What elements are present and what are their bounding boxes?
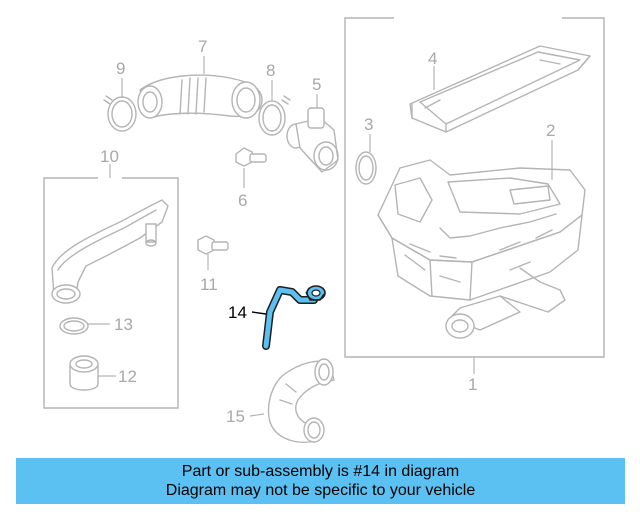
part-10-frame [43,177,179,409]
callout-13: 13 [114,315,133,334]
info-banner: Part or sub-assembly is #14 in diagram D… [16,458,625,504]
leader-lines [88,56,553,417]
callout-15: 15 [226,407,245,426]
part-4-filter-element [409,45,591,133]
callout-6: 6 [238,191,247,210]
callout-1: 1 [468,375,477,394]
callout-10: 10 [100,147,119,166]
callout-8: 8 [266,61,275,80]
callout-4: 4 [428,49,437,68]
part-5-air-flow-sensor [286,107,339,173]
part-13-clamp [59,317,89,335]
callout-5: 5 [312,75,321,94]
callout-12: 12 [118,367,137,386]
banner-line-part-number: Part or sub-assembly is #14 in diagram [181,463,460,480]
callout-2: 2 [546,121,555,140]
callout-7: 7 [198,37,207,56]
part-3-o-ring [355,151,377,185]
part-9-clamp [103,95,137,132]
part-14-vacuum-hose[interactable] [262,285,326,350]
callout-14: 14 [228,303,247,322]
part-11-bolt [197,235,229,255]
part-12-grommet [69,355,99,391]
callout-3: 3 [364,115,373,134]
callout-11: 11 [200,275,218,294]
part-8-clamp [258,95,291,136]
part-7-intake-duct [137,74,263,119]
part-15-hose [267,358,335,443]
callout-numbers: 7 9 8 5 3 4 2 6 10 11 13 12 15 1 14 [100,37,555,426]
part-10-resonator [51,199,169,304]
part-2-air-cleaner-housing [377,159,586,339]
callout-9: 9 [116,59,125,78]
banner-line-disclaimer: Diagram may not be specific to your vehi… [165,482,476,499]
parts-diagram: 7 9 8 5 3 4 2 6 10 11 13 12 15 1 14 [43,17,605,443]
part-6-bolt [235,147,267,167]
